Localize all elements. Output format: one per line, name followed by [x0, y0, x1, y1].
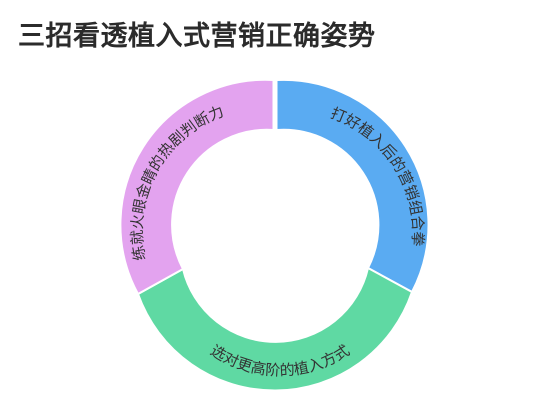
segment-right [275, 78, 430, 294]
segment-left [119, 78, 275, 296]
page-title: 三招看透植入式营销正确姿势 [18, 21, 376, 52]
